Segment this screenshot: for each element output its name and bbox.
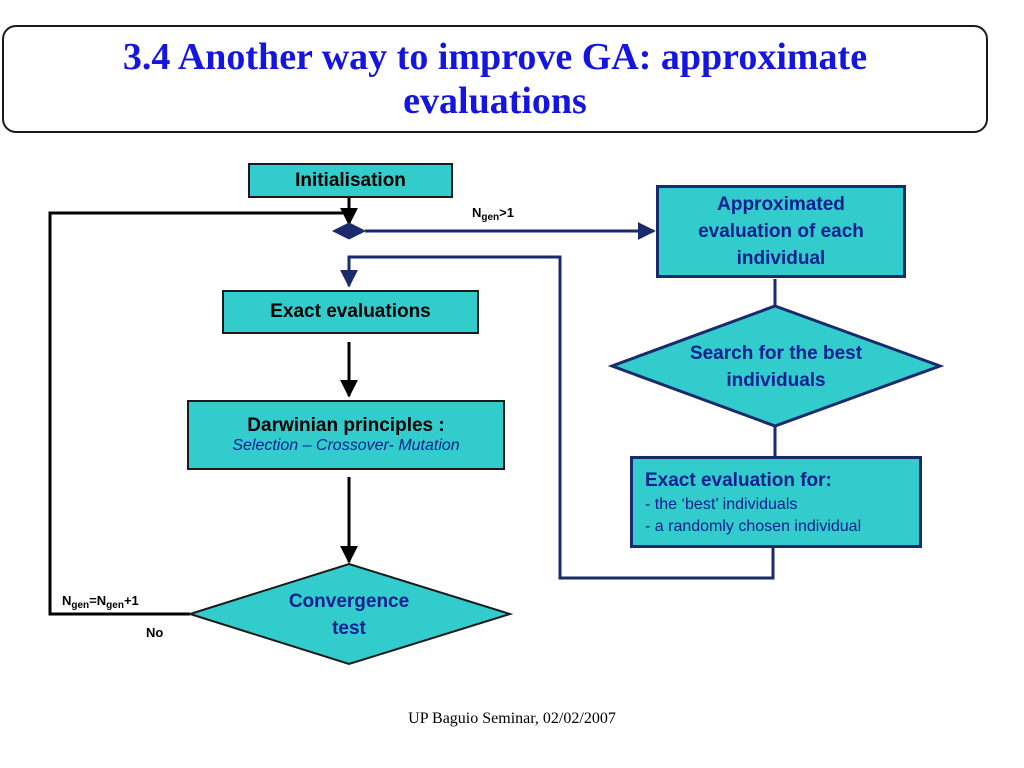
branch-condition-label: Ngen>1 bbox=[472, 205, 514, 223]
initialisation-box: Initialisation bbox=[248, 163, 453, 198]
increment-sub1: gen bbox=[71, 600, 90, 611]
exact-evaluation-for-box: Exact evaluation for: - the ‘best’ indiv… bbox=[630, 456, 922, 548]
connector-loop-back bbox=[48, 211, 349, 616]
darwinian-title: Darwinian principles : bbox=[247, 415, 445, 436]
slide-title-line-2: evaluations bbox=[403, 80, 587, 122]
approx-line-2: evaluation of each bbox=[698, 221, 864, 242]
search-line-2: individuals bbox=[726, 370, 826, 391]
connector-return-path bbox=[340, 255, 775, 580]
approx-line-3: individual bbox=[736, 248, 826, 269]
branch-n: N bbox=[472, 205, 482, 220]
increment-sub2: gen bbox=[106, 600, 124, 611]
increment-label: Ngen=Ngen+1 bbox=[62, 593, 139, 611]
no-label: No bbox=[146, 625, 164, 640]
approximated-evaluation-box: Approximated evaluation of each individu… bbox=[656, 185, 906, 278]
convergence-line-1: Convergence bbox=[288, 591, 410, 612]
initialisation-label: Initialisation bbox=[295, 169, 406, 191]
slide-title-line-1: 3.4 Another way to improve GA: approxima… bbox=[122, 36, 868, 78]
exact-evaluations-label: Exact evaluations bbox=[270, 301, 431, 322]
slide-footer: UP Baguio Seminar, 02/02/2007 bbox=[408, 710, 616, 727]
exact-for-item-1: - the ‘best’ individuals bbox=[645, 495, 798, 513]
increment-n1: N bbox=[62, 593, 72, 608]
darwinian-principles-box: Darwinian principles : Selection – Cross… bbox=[187, 400, 505, 470]
exact-evaluations-box: Exact evaluations bbox=[222, 290, 479, 334]
approx-line-1: Approximated bbox=[717, 194, 845, 215]
darwinian-subtitle: Selection – Crossover- Mutation bbox=[232, 437, 460, 454]
search-best-label: Search for the best individuals bbox=[650, 340, 902, 394]
exact-for-title: Exact evaluation for: bbox=[645, 469, 832, 491]
increment-suffix: +1 bbox=[123, 593, 139, 608]
branch-suffix: >1 bbox=[499, 205, 514, 220]
search-best-diamond bbox=[607, 304, 945, 428]
exact-for-item-2: - a randomly chosen individual bbox=[645, 517, 862, 535]
slide-title-box: 3.4 Another way to improve GA: approxima… bbox=[2, 25, 988, 133]
convergence-test-label: Convergence test bbox=[240, 588, 458, 642]
search-line-1: Search for the best bbox=[689, 343, 863, 364]
decision-node-diamond bbox=[331, 222, 367, 240]
branch-sub: gen bbox=[481, 212, 500, 223]
convergence-line-2: test bbox=[332, 618, 366, 639]
convergence-test-diamond bbox=[186, 562, 514, 666]
increment-eq: =N bbox=[89, 593, 107, 608]
